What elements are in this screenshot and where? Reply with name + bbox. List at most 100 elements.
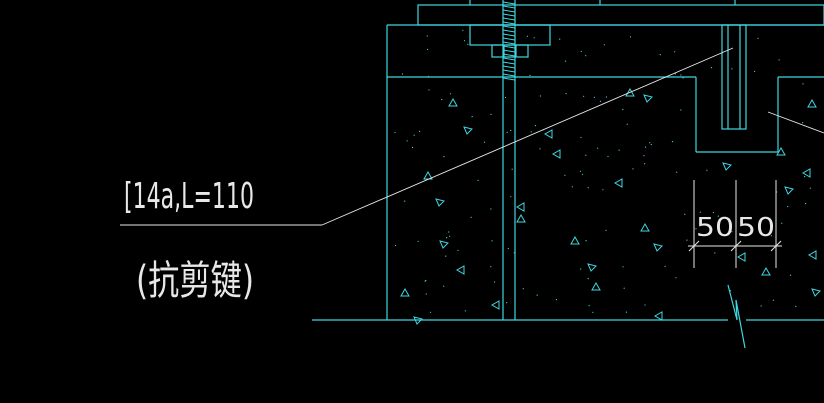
structure-outline [312, 0, 824, 321]
aggregate-dot [417, 240, 419, 242]
aggregate-dot [754, 70, 756, 73]
aggregate-triangle [587, 263, 597, 272]
aggregate-dot [406, 140, 408, 142]
aggregate-dot [597, 147, 599, 149]
annotation-leader [321, 47, 734, 226]
aggregate-dot [426, 35, 428, 37]
aggregate-triangle [625, 87, 635, 97]
anchor-nut [491, 44, 529, 58]
aggregate-dot [427, 48, 429, 51]
thread-tick [502, 1, 516, 5]
aggregate-dot [731, 68, 733, 70]
aggregate-dot [603, 44, 606, 46]
aggregate-dot [684, 213, 686, 215]
aggregate-dot [622, 108, 624, 111]
shear-key-channel [721, 24, 747, 130]
aggregate-triangle [551, 149, 561, 159]
aggregate-dot [760, 305, 762, 307]
thread-tick [502, 21, 516, 25]
aggregate-dot [605, 96, 608, 98]
aggregate-triangle [640, 222, 650, 232]
aggregate-triangle [811, 288, 821, 297]
aggregate-triangle [400, 287, 410, 297]
aggregate-dot [506, 302, 508, 304]
aggregate-dot [539, 95, 542, 97]
aggregate-dot [674, 73, 676, 75]
aggregate-dot [443, 156, 445, 158]
thread-tick [502, 53, 516, 57]
aggregate-dot [804, 176, 806, 178]
aggregate-dot [599, 100, 602, 102]
aggregate-triangle [543, 129, 553, 139]
aggregate-triangle [591, 281, 601, 291]
aggregate-dot [464, 310, 466, 312]
aggregate-dot [580, 268, 582, 270]
aggregate-triangle [807, 250, 817, 260]
thread-tick [502, 13, 516, 17]
aggregate-dot [588, 305, 590, 307]
aggregate-dot [802, 122, 804, 124]
aggregate-dot [644, 163, 646, 165]
thread-tick [502, 49, 516, 53]
dim-text-left: 50 [696, 213, 734, 243]
aggregate-dot [804, 203, 807, 205]
aggregate-dot [490, 266, 492, 268]
dim-text-right: 50 [737, 213, 775, 243]
aggregate-triangle [455, 265, 465, 275]
dimension-group [688, 180, 782, 268]
aggregate-dot [592, 311, 594, 313]
thread-tick [502, 45, 516, 49]
aggregate-dot [712, 211, 715, 214]
aggregate-dot [526, 35, 529, 37]
aggregate-dot [585, 240, 587, 242]
aggregate-dot [571, 186, 573, 188]
aggregate-dot [781, 222, 783, 224]
aggregate-dot [710, 67, 713, 69]
aggregate-dot [629, 36, 632, 38]
aggregate-dot [419, 130, 421, 132]
thread-tick [502, 41, 516, 45]
aggregate-dot [674, 51, 676, 53]
aggregate-dot [714, 252, 716, 254]
aggregate-triangle [653, 311, 663, 321]
aggregate-dot [411, 146, 414, 149]
aggregate-dot [618, 149, 620, 151]
aggregate-dot [587, 278, 589, 280]
aggregate-dot [424, 280, 426, 282]
aggregate-dot [463, 40, 466, 42]
aggregate-dot [579, 170, 582, 172]
aggregate-dot [425, 293, 427, 295]
aggregate-dot [644, 304, 646, 306]
aggregate-dot [659, 54, 661, 56]
thread-tick [502, 33, 516, 37]
aggregate-triangle [439, 240, 449, 249]
aggregate-dot [778, 59, 780, 61]
aggregate-dot [587, 187, 589, 189]
aggregate-dot [602, 189, 604, 191]
aggregate-dot [536, 294, 538, 296]
aggregate-dot [511, 168, 513, 170]
top-plate [417, 4, 824, 26]
aggregate-triangle [570, 235, 580, 245]
aggregate-dot [585, 55, 587, 57]
aggregate-dot [449, 235, 451, 237]
aggregate-dot [772, 299, 775, 301]
aggregate-dot [462, 29, 464, 31]
aggregate-dot [404, 200, 406, 202]
aggregate-dot [565, 93, 567, 95]
aggregate-triangle [515, 202, 525, 212]
aggregate-dot [564, 60, 567, 62]
leader-lines [120, 47, 824, 226]
aggregate-dot [664, 265, 666, 267]
aggregate-dot [809, 187, 811, 189]
annotation-spec-text: [14a,L=110 [124, 176, 254, 217]
aggregate-dot [471, 116, 473, 118]
aggregate-dot [585, 154, 587, 156]
thread-tick [502, 73, 516, 77]
aggregate-triangle [736, 252, 746, 262]
aggregate-dot [395, 244, 397, 247]
aggregate-dot [770, 235, 773, 237]
aggregate-dot [467, 43, 469, 45]
aggregate-dot [580, 136, 582, 139]
